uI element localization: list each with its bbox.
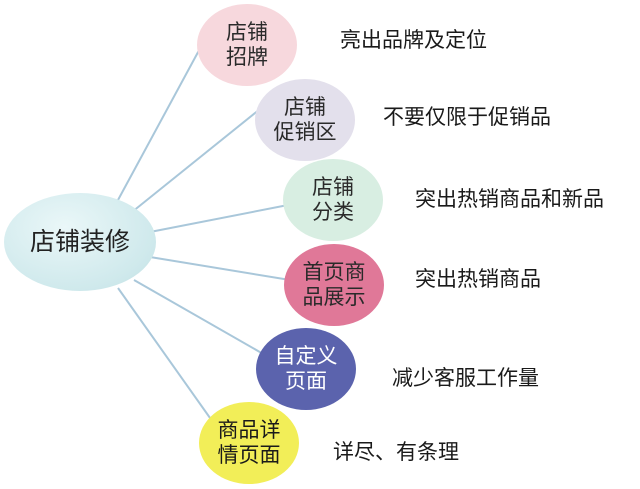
branch-node-home-products: 首页商 品展示: [284, 244, 384, 326]
connector-line-custom-page: [133, 279, 266, 356]
branch-desc-store-sign: 亮出品牌及定位: [340, 28, 487, 52]
branch-node-custom-page: 自定义 页面: [256, 328, 356, 410]
branch-desc-home-products: 突出热销商品: [415, 267, 541, 291]
connector-line-detail-page: [117, 287, 216, 426]
connector-line-home-products: [149, 256, 291, 281]
branch-node-promo-area: 店铺 促销区: [255, 79, 355, 161]
center-node: 店铺装修: [4, 193, 156, 291]
branch-node-store-sign: 店铺 招牌: [197, 4, 297, 86]
branch-desc-custom-page: 减少客服工作量: [392, 366, 539, 390]
connector-line-promo-area: [131, 104, 266, 213]
branch-desc-detail-page: 详尽、有条理: [333, 440, 459, 464]
connector-line-store-sign: [117, 29, 211, 201]
branch-node-category: 店铺 分类: [283, 159, 383, 241]
branch-desc-category: 突出热销商品和新品: [415, 187, 604, 211]
connector-line-category: [149, 204, 289, 233]
branch-desc-promo-area: 不要仅限于促销品: [383, 105, 551, 129]
branch-node-detail-page: 商品详 情页面: [199, 402, 299, 484]
